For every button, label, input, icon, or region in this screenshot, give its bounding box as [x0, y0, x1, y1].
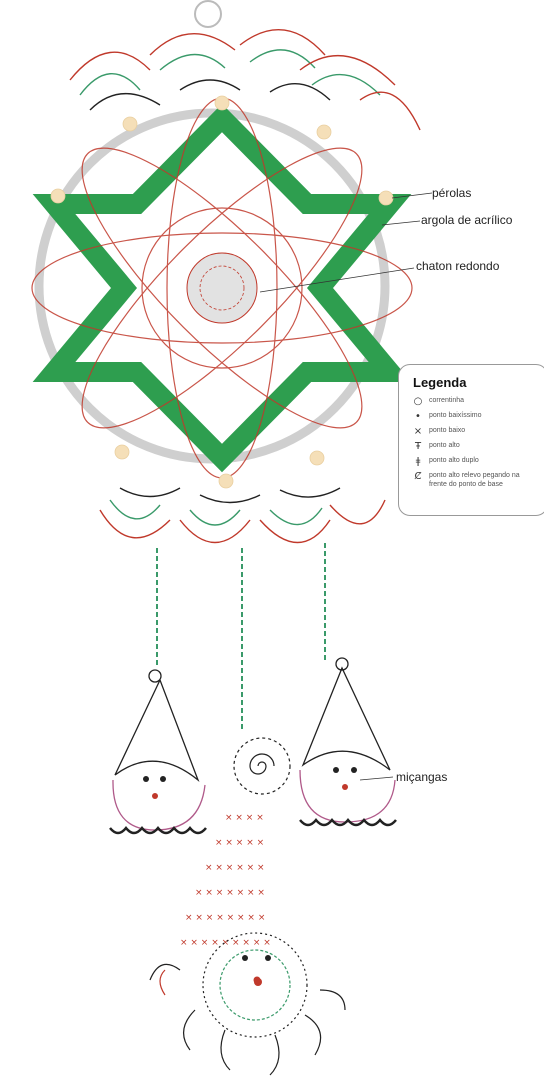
legend-symbol: •	[415, 411, 421, 422]
beads-label: miçangas	[396, 770, 448, 784]
svg-text:× × × × × × × ×: × × × × × × × ×	[185, 913, 265, 923]
left-charm-eye	[143, 776, 149, 782]
bottom-motif-eye	[242, 955, 248, 961]
legend-symbol: Ȼ	[414, 471, 422, 482]
chaton-inner-ring	[199, 265, 245, 311]
legend-item: Ŧ ponto alto	[407, 441, 539, 453]
legend-item: Ȼ ponto alto relevo pegando na frente do…	[407, 471, 539, 489]
left-charm-nose	[152, 793, 158, 799]
svg-text:× × × × × ×: × × × × × ×	[205, 863, 265, 873]
bottom-scallop-border	[99, 487, 386, 544]
legend-item: ǂ ponto alto duplo	[407, 456, 539, 468]
pearls	[50, 95, 394, 489]
legend-item: ○ correntinha	[407, 396, 539, 408]
round-chaton	[186, 252, 258, 324]
pearls-label: pérolas	[432, 186, 472, 200]
legend-item: × ponto baixo	[407, 426, 539, 438]
round-chaton-label: chaton redondo	[416, 259, 500, 273]
legend-symbol: ×	[413, 426, 423, 437]
svg-text:× × × × × × ×: × × × × × × ×	[195, 888, 265, 898]
legend-title: Legenda	[413, 375, 467, 390]
legend-label: correntinha	[429, 397, 465, 404]
legend-item: • ponto baixíssimo	[407, 411, 539, 423]
svg-text:× × × ×: × × × ×	[225, 813, 264, 823]
bottom-motif	[149, 932, 346, 1076]
hanging-loop	[194, 0, 222, 28]
svg-text:× × × × ×: × × × × ×	[215, 838, 264, 848]
legend-symbol: ǂ	[415, 456, 421, 467]
right-charm-eye	[333, 767, 339, 773]
left-charm-eye	[160, 776, 166, 782]
legend-label: ponto alto duplo	[429, 457, 479, 464]
legend-label: ponto alto relevo pegando na frente do p…	[429, 472, 520, 488]
callout-lines	[259, 192, 433, 781]
bottom-motif-mouth	[253, 976, 261, 984]
hanging-chains	[156, 543, 326, 730]
bottom-motif-eye	[265, 955, 271, 961]
legend-symbol: Ŧ	[414, 441, 422, 452]
top-scallop-border	[69, 29, 421, 131]
right-charm-eye	[351, 767, 357, 773]
lower-stitch-columns: × × × × × × × × × × × × × × × × × × × × …	[180, 813, 271, 948]
legend-label: ponto alto	[429, 442, 460, 449]
legend-label: ponto baixíssimo	[429, 412, 482, 419]
legend-symbol: ○	[413, 396, 423, 407]
svg-text:× × × × × × × × ×: × × × × × × × × ×	[180, 938, 271, 948]
right-charm-nose	[342, 784, 348, 790]
legend: Legenda ○ correntinha • ponto baixíssimo…	[398, 364, 544, 516]
legend-label: ponto baixo	[429, 427, 466, 434]
center-swirl	[233, 737, 291, 795]
left-charm	[109, 669, 207, 835]
acrylic-ring-label: argola de acrílico	[421, 213, 513, 227]
right-charm	[299, 657, 397, 827]
